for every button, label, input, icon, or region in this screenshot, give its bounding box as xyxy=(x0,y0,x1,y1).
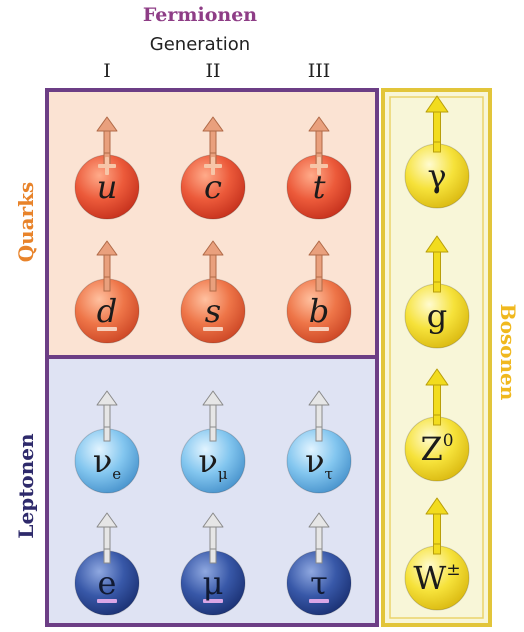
particle-d-spin-arrow-head xyxy=(96,240,118,256)
particle-mu-symbol: μ xyxy=(203,564,224,602)
particle-s-spin-arrow-stub xyxy=(209,276,217,292)
particle-nu-mu-subscript: μ xyxy=(218,465,228,483)
particle-w-spin-arrow-stub xyxy=(433,543,441,555)
particle-b-spin-arrow-head xyxy=(308,240,330,256)
particle-u: u xyxy=(74,116,140,220)
particle-nu-tau-spin-arrow-head xyxy=(308,390,330,406)
particle-gamma-spin-arrow-shaft xyxy=(433,110,441,147)
particle-z0-superscript: 0 xyxy=(443,431,454,451)
particle-gamma: γ xyxy=(404,95,470,209)
particle-tau-minus-charge-icon xyxy=(309,599,329,603)
particle-t-symbol: t xyxy=(313,168,326,206)
particle-g-spin-arrow-head xyxy=(425,235,449,253)
particle-b-spin-arrow-stub xyxy=(315,276,323,292)
particle-nu-tau-spin-arrow-stub xyxy=(315,426,323,442)
particle-z0-spin-arrow-head xyxy=(425,368,449,386)
particle-z0: Z0 xyxy=(404,368,470,482)
particle-w-spin-arrow-head xyxy=(425,497,449,515)
particle-u-spin-arrow-head xyxy=(96,116,118,132)
particle-d-spin-arrow-stub xyxy=(103,276,111,292)
particle-c: c xyxy=(180,116,246,220)
particle-tau: τ xyxy=(286,512,352,616)
particle-s-minus-charge-icon xyxy=(203,327,223,331)
particle-w-superscript: ± xyxy=(446,560,460,580)
particle-t-spin-arrow-head xyxy=(308,116,330,132)
particle-tau-symbol: τ xyxy=(310,564,328,602)
particle-u-plus-charge-stem xyxy=(105,157,109,175)
particle-gamma-spin-arrow-head xyxy=(425,95,449,113)
particle-nu-mu: νμ xyxy=(180,390,246,494)
particle-z0-spin-arrow-stub xyxy=(433,414,441,426)
particle-g-spin-arrow-shaft xyxy=(433,250,441,287)
particle-t: t xyxy=(286,116,352,220)
particle-c-plus-charge-stem xyxy=(211,157,215,175)
particle-nu-mu-spin-arrow-stub xyxy=(209,426,217,442)
particle-e: e xyxy=(74,512,140,616)
particle-nu-e-spin-arrow-stub xyxy=(103,426,111,442)
particle-g: g xyxy=(404,235,470,349)
particle-t-plus-charge-stem xyxy=(317,157,321,175)
particle-e-minus-charge-icon xyxy=(97,599,117,603)
particle-nu-mu-spin-arrow-head xyxy=(202,390,224,406)
bosonen-label: Bosonen xyxy=(496,303,520,401)
particle-d-symbol: d xyxy=(97,292,117,330)
particle-mu-spin-arrow-head xyxy=(202,512,224,528)
particle-e-spin-arrow-head xyxy=(96,512,118,528)
particle-g-spin-arrow-stub xyxy=(433,281,441,293)
generation-ii-label: II xyxy=(205,60,221,82)
particle-s-spin-arrow-head xyxy=(202,240,224,256)
particle-w: W± xyxy=(404,497,470,611)
particle-mu-spin-arrow-stub xyxy=(209,548,217,564)
particle-u-symbol: u xyxy=(97,168,118,206)
particle-b: b xyxy=(286,240,352,344)
particle-nu-tau: ντ xyxy=(286,390,352,494)
particle-z0-spin-arrow-shaft xyxy=(433,383,441,420)
leptonen-label: Leptonen xyxy=(14,433,38,539)
particle-s-symbol: s xyxy=(205,292,221,330)
particle-tau-spin-arrow-head xyxy=(308,512,330,528)
generation-i-label: I xyxy=(103,60,111,82)
particle-gamma-symbol: γ xyxy=(427,157,446,195)
particle-nu-tau-subscript: τ xyxy=(325,465,333,483)
particle-nu-e: νe xyxy=(74,390,140,494)
particle-e-spin-arrow-stub xyxy=(103,548,111,564)
particle-s: s xyxy=(180,240,246,344)
particle-tau-spin-arrow-stub xyxy=(315,548,323,564)
particle-mu-minus-charge-icon xyxy=(203,599,223,603)
particle-g-symbol: g xyxy=(427,297,447,335)
particle-d-minus-charge-icon xyxy=(97,327,117,331)
particle-c-spin-arrow-head xyxy=(202,116,224,132)
particle-nu-e-subscript: e xyxy=(112,465,121,483)
fermionen-title: Fermionen xyxy=(142,4,258,26)
particle-nu-e-spin-arrow-head xyxy=(96,390,118,406)
quarks-label: Quarks xyxy=(14,181,38,263)
particle-b-minus-charge-icon xyxy=(309,327,329,331)
particle-w-spin-arrow-shaft xyxy=(433,512,441,549)
generation-label: Generation xyxy=(149,34,251,55)
particle-e-symbol: e xyxy=(98,564,117,602)
generation-iii-label: III xyxy=(307,60,331,82)
particle-gamma-spin-arrow-stub xyxy=(433,141,441,153)
particle-c-symbol: c xyxy=(204,168,222,206)
particle-d: d xyxy=(74,240,140,344)
particle-mu: μ xyxy=(180,512,246,616)
particle-b-symbol: b xyxy=(309,292,329,330)
